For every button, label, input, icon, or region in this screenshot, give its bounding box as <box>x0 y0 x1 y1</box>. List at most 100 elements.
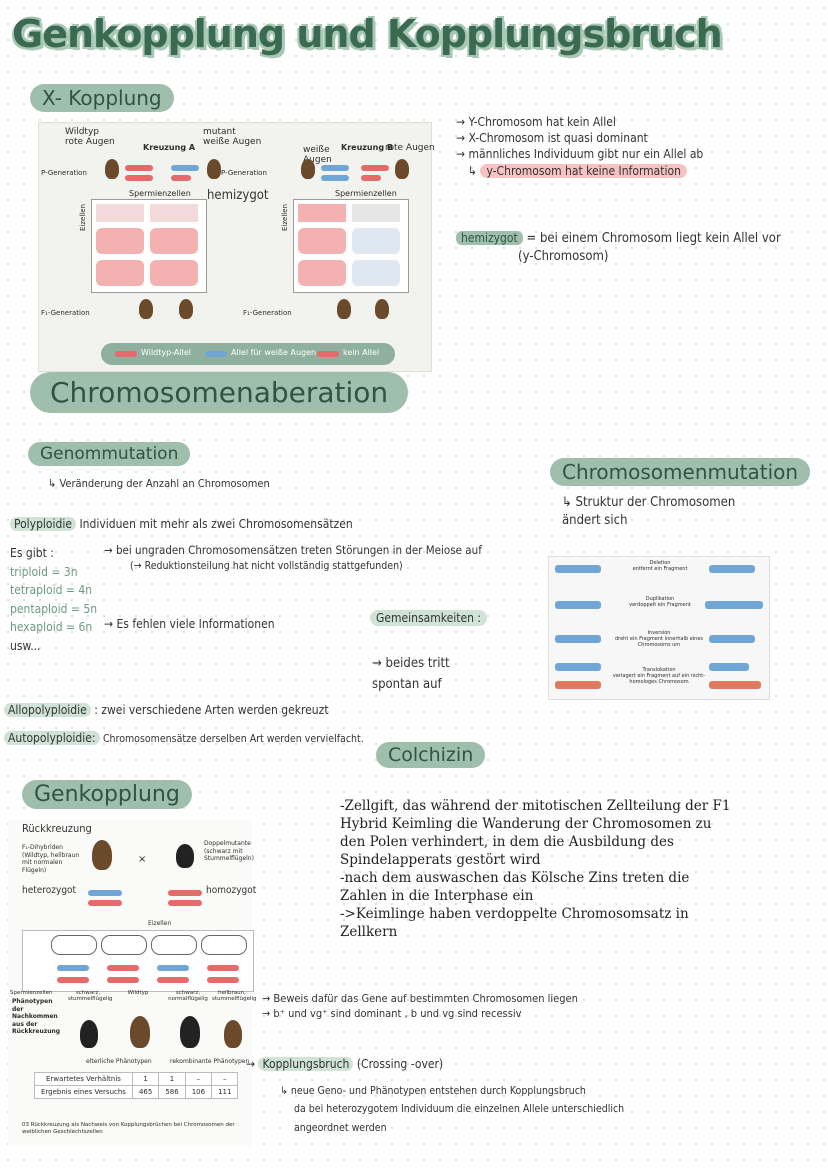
sperm-label-a: Spermienzellen <box>129 189 191 198</box>
fly-icon <box>92 840 112 870</box>
chromosome <box>171 165 199 171</box>
x-kopplung-figure: Wildtyp rote Augen Kreuzung A mutant wei… <box>38 122 435 372</box>
wildtype-allele-swatch <box>115 351 137 357</box>
chromosome <box>125 175 153 181</box>
allopolyploidie-def: : zwei verschiedene Arten werden gekreuz… <box>94 703 329 717</box>
polyploidie-def: Individuen mit mehr als zwei Chromosomen… <box>79 517 353 531</box>
sperm-label-b: Spermienzellen <box>335 189 397 198</box>
eggs-label-b: Eizellen <box>281 204 289 231</box>
table-cell: 106 <box>184 1085 213 1099</box>
fly-icon <box>130 1016 150 1048</box>
table-cell: – <box>211 1072 239 1086</box>
autopolyploidie-term: Autopolyploidie: <box>4 731 100 745</box>
table-cell: Ergebnis eines Versuchs <box>34 1085 133 1099</box>
cell-highlight <box>352 228 400 254</box>
fly-icon <box>375 299 389 319</box>
hemizygot-def: = bei einem Chromosom liegt kein Allel v… <box>526 231 781 246</box>
cross-b-left-label: weiße Augen <box>303 145 332 165</box>
chromosome <box>171 175 191 181</box>
chromosome <box>709 565 755 573</box>
chromosome <box>207 965 239 971</box>
cell-highlight <box>96 260 144 286</box>
colchizin-heading: Colchizin <box>376 742 486 768</box>
fly-icon <box>105 159 119 179</box>
gamete-cell <box>151 935 197 955</box>
cross-b-right-label: rote Augen <box>385 143 435 153</box>
phaenotype-1: schwarz, stummelflügelig <box>68 990 113 1002</box>
legend-white: Allel für weiße Augen <box>231 348 317 357</box>
punnett-grid-a <box>91 199 207 293</box>
ploidy-hexaploid: hexaploid = 6n <box>10 620 93 635</box>
chromosome <box>709 663 749 671</box>
fly-icon <box>180 1016 200 1048</box>
gamete-grid <box>22 930 254 992</box>
kopplungsbruch-term: Kopplungsbruch <box>258 1057 354 1071</box>
table-cell: 465 <box>131 1085 160 1099</box>
polyploidie-line: Polyploidie Individuen mit mehr als zwei… <box>10 516 353 532</box>
autopolyploidie-def: Chromosomensätze derselben Art werden ve… <box>102 733 364 745</box>
chromosome <box>88 890 122 896</box>
f1-generation-label-a: F₁-Generation <box>41 309 90 317</box>
colchizin-text: -Zellgift, das während der mitotischen Z… <box>340 798 731 940</box>
chromosome <box>555 635 601 643</box>
kopplungsbruch-line: → Kopplungsbruch (Crossing -over) <box>246 1057 444 1071</box>
chromosome <box>168 900 202 906</box>
allele-legend: Wildtyp-Allel Allel für weiße Augen kein… <box>101 343 395 365</box>
cross-a-right-label: mutant weiße Augen <box>203 127 262 147</box>
chromosome <box>361 165 389 171</box>
note-x-chromosome: → X-Chromosom ist quasi dominant <box>456 131 648 146</box>
cell-highlight <box>96 228 144 254</box>
p-generation-label-b: P-Generation <box>221 169 267 177</box>
hemizygot-def2: (y-Chromosom) <box>518 248 609 264</box>
no-allele-swatch <box>317 351 339 357</box>
rueckkreuzung-label: Rückkreuzung <box>22 822 92 835</box>
aberration-heading: Chromosomenaberation <box>30 372 409 413</box>
fly-icon <box>224 1020 242 1048</box>
cell-highlight <box>150 204 198 222</box>
ploidy-list: Es gibt : triploid = 3n tetraploid = 4n … <box>10 544 97 656</box>
chromosome <box>709 681 761 689</box>
autopolyploidie-line: Autopolyploidie: Chromosomensätze dersel… <box>4 730 364 746</box>
kopplungsbruch-notes: ↳ neue Geno- und Phänotypen entstehen du… <box>280 1085 625 1134</box>
fly-icon <box>207 159 221 179</box>
cell-highlight <box>150 260 198 286</box>
polyploidie-term: Polyploidie <box>10 517 77 531</box>
hemizygot-definition: hemizygot = bei einem Chromosom liegt ke… <box>456 230 816 265</box>
chromosome <box>107 977 139 983</box>
rekombinante-label: rekombinante Phänotypen <box>170 1058 250 1065</box>
allopolyploidie-line: Allopolyploidie : zwei verschiedene Arte… <box>4 702 329 718</box>
chromosome <box>168 890 202 896</box>
heterozygot-label: heterozygot <box>22 885 77 896</box>
phaenotype-2: Wildtyp <box>127 990 149 996</box>
fly-icon <box>179 299 193 319</box>
ploidy-pentaploid: pentaploid = 5n <box>10 601 98 616</box>
table-cell: 1 <box>131 1072 160 1086</box>
chromosome <box>321 165 349 171</box>
table-cell: 1 <box>158 1072 186 1086</box>
gamete-cell <box>201 935 247 955</box>
chromosome <box>125 165 153 171</box>
fly-icon <box>176 844 194 868</box>
eizellen-label: Eizellen <box>148 920 172 927</box>
chromosome <box>107 965 139 971</box>
chromosomenmutation-heading: Chromosomenmutation <box>550 458 811 486</box>
x-kopplung-heading: X- Kopplung <box>30 84 174 112</box>
chromosome <box>157 977 189 983</box>
table-cell: 111 <box>211 1085 239 1099</box>
chromosomenmutation-sub: ↳ Struktur der Chromosomen ändert sich <box>562 495 736 528</box>
table-cell: Erwartetes Verhältnis <box>34 1072 133 1086</box>
results-table: Erwartetes Verhältnis 1 1 – – Ergebnis e… <box>34 1072 239 1099</box>
cell-highlight <box>298 228 346 254</box>
cross-symbol: × <box>138 854 147 865</box>
cross-b-title: Kreuzung B <box>341 143 393 152</box>
page-title: Genkopplung und Kopplungsbruch <box>12 12 723 56</box>
f1-generation-label-b: F₁-Generation <box>243 309 292 317</box>
spermien-label: Spermienzellen <box>10 990 53 996</box>
eggs-label-a: Eizellen <box>79 204 87 231</box>
table-cell: – <box>184 1072 213 1086</box>
gamete-cell <box>51 935 97 955</box>
homozygot-label: homozygot <box>206 885 257 896</box>
table-row: Ergebnis eines Versuchs 465 586 106 111 <box>34 1085 239 1099</box>
table-row: Erwartetes Verhältnis 1 1 – – <box>34 1072 239 1086</box>
